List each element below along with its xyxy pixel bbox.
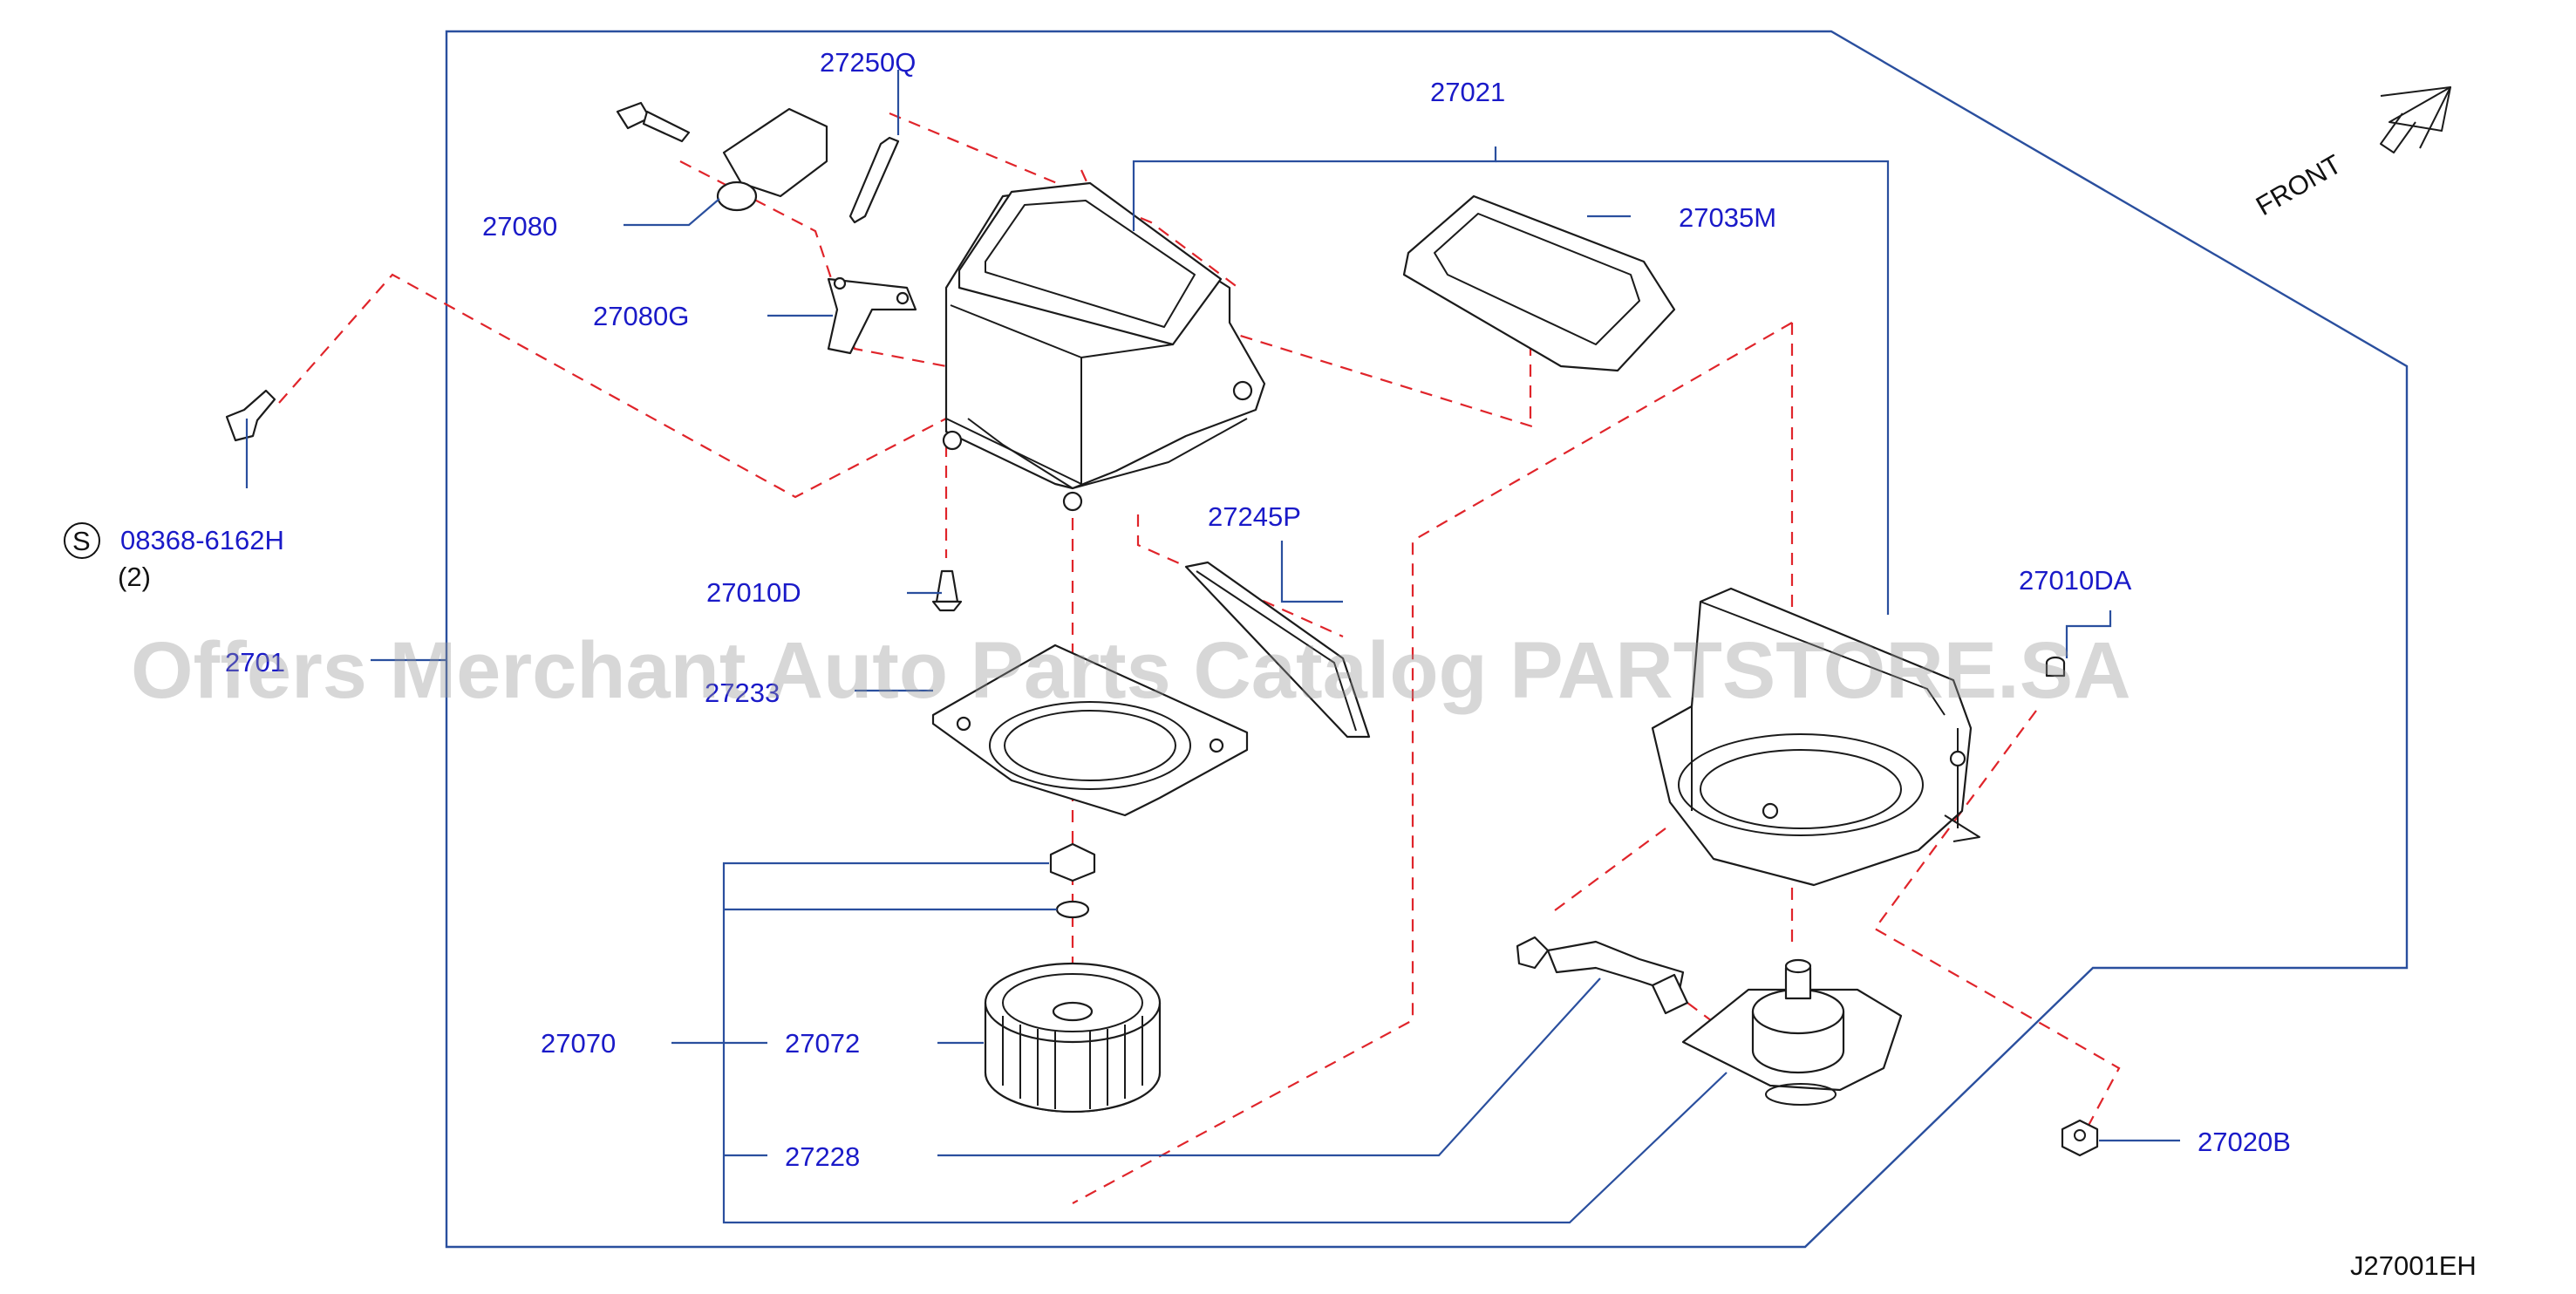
label-27080G[interactable]: 27080G [593, 301, 689, 331]
label-27245P[interactable]: 27245P [1208, 501, 1301, 532]
label-27010D[interactable]: 27010D [706, 577, 801, 608]
label-08368-group[interactable]: S 08368-6162H (2) [64, 522, 284, 592]
part-27233-seal [931, 644, 1249, 817]
label-08368-6162H[interactable]: 08368-6162H [120, 525, 284, 555]
part-nut-washer [1049, 842, 1096, 919]
label-27020B[interactable]: 27020B [2198, 1127, 2291, 1157]
label-27250Q[interactable]: 27250Q [820, 47, 916, 78]
part-27010DA-grommet [2045, 656, 2066, 678]
leader-lines [245, 70, 2180, 1224]
part-27080-actuator [616, 101, 828, 212]
s-symbol: S [72, 526, 91, 556]
label-27035M[interactable]: 27035M [1679, 202, 1776, 233]
part-27245P-plate [1184, 561, 1371, 739]
watermark-text: Offers Merchant Auto Parts Catalog PARTS… [131, 626, 2131, 715]
part-blower-motor [1681, 958, 1903, 1106]
diagram-id: J27001EH [2350, 1250, 2477, 1281]
label-27228[interactable]: 27228 [785, 1141, 860, 1172]
label-27233-partial[interactable]: 27233 [705, 678, 780, 708]
part-27072-fan [984, 962, 1162, 1114]
part-27250Q-bracket [848, 136, 900, 224]
label-27072[interactable]: 27072 [785, 1028, 860, 1059]
label-27080[interactable]: 27080 [482, 211, 557, 242]
label-08368-qty: (2) [118, 562, 151, 592]
part-27010D-clip [931, 569, 963, 612]
front-arrow-icon [2380, 86, 2451, 153]
front-label: FRONT [2251, 148, 2347, 221]
label-27021[interactable]: 27021 [1430, 77, 1505, 107]
part-blower-housing [1651, 587, 1980, 887]
assembly-outline [445, 30, 2409, 1249]
part-27035M-filter [1402, 194, 1676, 372]
part-27228-resistor [1516, 936, 1689, 1015]
label-27070[interactable]: 27070 [541, 1028, 616, 1059]
part-27020B-nut [2061, 1119, 2099, 1157]
part-08368-screw [225, 389, 276, 442]
part-27080G-bracket [827, 276, 917, 355]
label-27010DA[interactable]: 27010DA [2019, 565, 2132, 596]
label-27010-partial[interactable]: 2701 [225, 647, 285, 678]
part-intake-housing [942, 181, 1266, 512]
